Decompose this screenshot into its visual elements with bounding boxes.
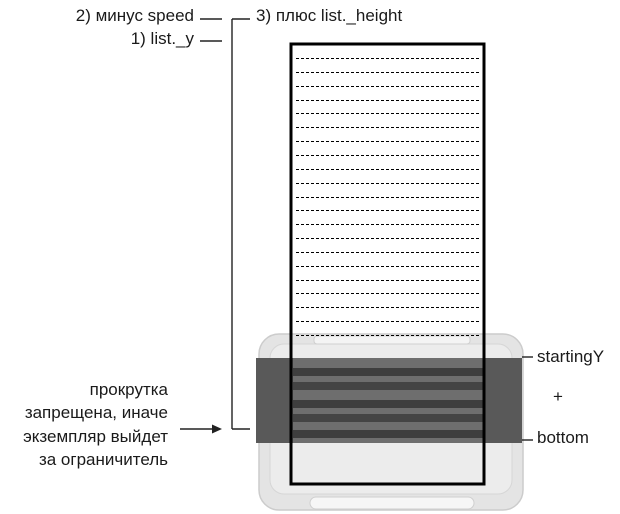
note-line: прокрутка [90, 380, 169, 399]
label-plus-height: 3) плюс list._height [256, 6, 402, 25]
list-frame [289, 42, 486, 486]
note-line: запрещена, иначе [25, 403, 168, 422]
bracket-lines [200, 18, 250, 430]
label-plus-sign: + [553, 387, 563, 406]
label-starting-y: startingY [537, 347, 604, 366]
note-arrow [180, 424, 222, 434]
list-rows [296, 58, 480, 336]
note-line: экземпляр выйдет [23, 427, 168, 446]
label-bottom: bottom [537, 428, 589, 447]
label-list-y: 1) list._y [131, 29, 195, 48]
mask-band [256, 358, 522, 443]
note-text: прокрутка запрещена, иначе экземпляр вый… [23, 380, 168, 469]
note-line: за ограничитель [39, 450, 168, 469]
label-minus-speed: 2) минус speed [76, 6, 194, 25]
right-ticks [522, 356, 533, 441]
